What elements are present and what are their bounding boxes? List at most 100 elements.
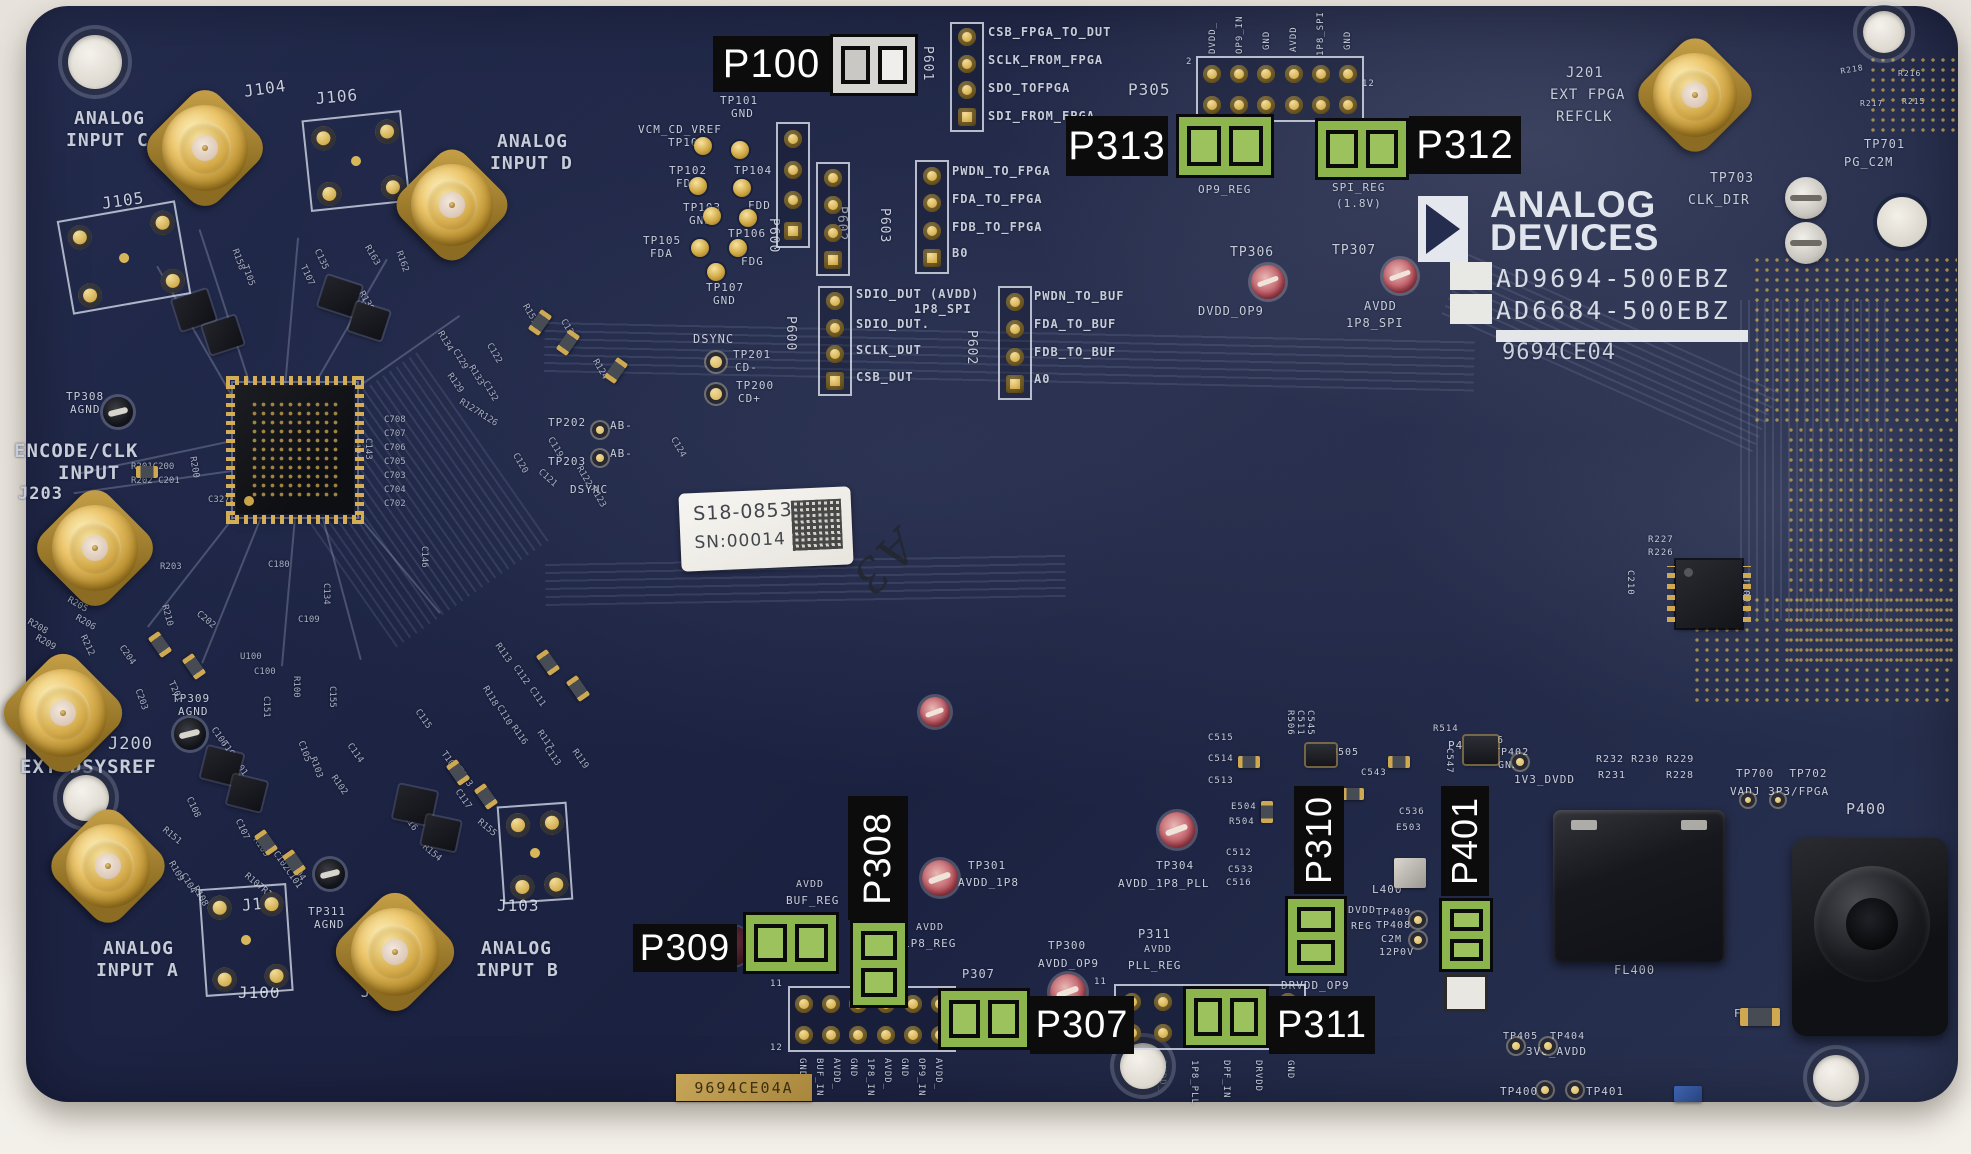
silk-text: TP100	[668, 136, 707, 149]
header-pin	[826, 318, 844, 337]
silk-text: 12	[770, 1043, 783, 1053]
silk-text: C134	[321, 583, 331, 605]
silk-text: C516	[1226, 878, 1252, 888]
header-pin	[1284, 64, 1303, 83]
silk-text: B0	[952, 246, 969, 260]
silk-text: INPUT D	[490, 153, 573, 174]
silk-text: FDB_TO_BUF	[1034, 346, 1116, 358]
silk-text: TP201	[733, 349, 771, 360]
silk-text: PWDN_TO_BUF	[1034, 289, 1125, 303]
header-pin	[1257, 95, 1276, 114]
silk-text: GND	[689, 214, 712, 227]
annotation-text-p313: P313	[1068, 123, 1166, 168]
annotation-label-p401: P401	[1441, 786, 1489, 896]
silk-text: TP304	[1156, 859, 1195, 872]
header-pin	[903, 1025, 922, 1044]
silk-text: J100	[238, 983, 281, 1002]
silk-text: INPUT A	[96, 960, 179, 981]
header-pin	[1311, 64, 1330, 83]
silk-text: U100	[240, 652, 262, 662]
header-pin	[784, 221, 802, 240]
jumper-cell	[1297, 907, 1335, 932]
silk-text: DRVDD	[1253, 1060, 1263, 1093]
via-field	[1868, 55, 1958, 135]
chip-pins-left	[226, 376, 235, 524]
silk-text: AVDD_1P8	[958, 876, 1019, 889]
testpoint-black	[103, 397, 133, 427]
testpoint-ring	[592, 422, 608, 438]
header-pin	[1006, 347, 1024, 366]
silk-text: U505	[1331, 747, 1360, 758]
silk-text: C545	[1305, 710, 1315, 736]
trace-line	[280, 516, 296, 667]
silk-text: FDB_TO_FPGA	[952, 220, 1043, 234]
silk-text: TP101	[720, 94, 759, 107]
testpoint-ring	[1741, 793, 1755, 807]
soic-chip-u201	[1667, 560, 1751, 628]
silk-text: GND	[713, 294, 736, 307]
board-revision-label: 9694CE04A	[676, 1074, 812, 1101]
pcb-board	[26, 6, 1958, 1102]
header-pin	[958, 54, 976, 73]
jumper-cell	[1326, 130, 1358, 168]
jumper-cell	[1297, 940, 1335, 965]
sma-connector-j203	[28, 481, 162, 615]
header-pin	[1006, 375, 1024, 394]
datamatrix-barcode	[790, 498, 843, 551]
silk-text: AGND	[314, 918, 345, 931]
checkbox-part1	[1450, 262, 1492, 290]
chip-pins-top	[226, 376, 364, 385]
silk-text: TP700 TP702	[1736, 767, 1828, 780]
annotation-label-p313: P313	[1066, 116, 1168, 176]
jumper-cell	[861, 931, 897, 960]
silk-text: TP104	[734, 164, 773, 177]
silk-text: SDO_TOFPGA	[988, 81, 1071, 95]
checkbox-part2	[1450, 294, 1492, 324]
silk-text: C513	[1208, 776, 1234, 786]
p400-center-hole	[1846, 898, 1898, 950]
fl400-glint	[1571, 820, 1597, 830]
silk-text: C706	[384, 444, 406, 453]
sma-center-pin	[1691, 91, 1699, 99]
component-smd	[1238, 756, 1260, 768]
silk-text: FDD	[748, 199, 771, 212]
header-pin	[923, 166, 941, 185]
jumper-cell	[1187, 126, 1221, 166]
silk-text: R203	[160, 562, 182, 572]
silk-text: DSYNC	[693, 333, 734, 345]
silk-text: C180	[268, 560, 290, 570]
footprint-center-dot	[240, 934, 252, 946]
silk-text: 12	[1362, 79, 1375, 89]
silk-text: TP202	[548, 416, 587, 429]
testpoint-gold	[694, 137, 712, 155]
silk-text: AVDD	[1144, 944, 1173, 955]
silk-text: TP103	[683, 201, 722, 214]
silk-text: C100	[254, 667, 276, 677]
adc-chip	[226, 376, 364, 524]
silk-text: AVDD	[1364, 299, 1397, 313]
header-pin	[794, 1025, 813, 1044]
fl400-filter-module	[1553, 810, 1725, 962]
silk-text: R100	[291, 676, 301, 698]
component-smd	[1740, 1008, 1780, 1026]
sma-connector-j104	[138, 81, 272, 215]
silk-text: GND	[1262, 30, 1272, 50]
silk-text: C512	[1226, 848, 1252, 858]
silk-text: TP306	[1230, 245, 1275, 260]
header-pin	[849, 1025, 868, 1044]
silk-text: GND	[1285, 1060, 1295, 1080]
silk-text: CD+	[738, 392, 761, 405]
footprint-pad	[543, 871, 570, 898]
header-p601	[950, 22, 984, 132]
sma-connector-j101	[42, 800, 174, 932]
testpoint-ring	[1567, 1082, 1583, 1098]
testpoint-ring	[706, 384, 726, 404]
jumper-cell	[1449, 909, 1483, 931]
silk-text: ANALOG	[481, 938, 553, 959]
silk-text: TP203	[548, 455, 587, 468]
silk-text: OP9_REG	[1198, 183, 1252, 196]
silk-text: R231	[1598, 770, 1627, 781]
chip-texture	[250, 400, 340, 500]
jumper-cell	[861, 968, 897, 997]
silk-text: (1.8V)	[1336, 197, 1382, 210]
